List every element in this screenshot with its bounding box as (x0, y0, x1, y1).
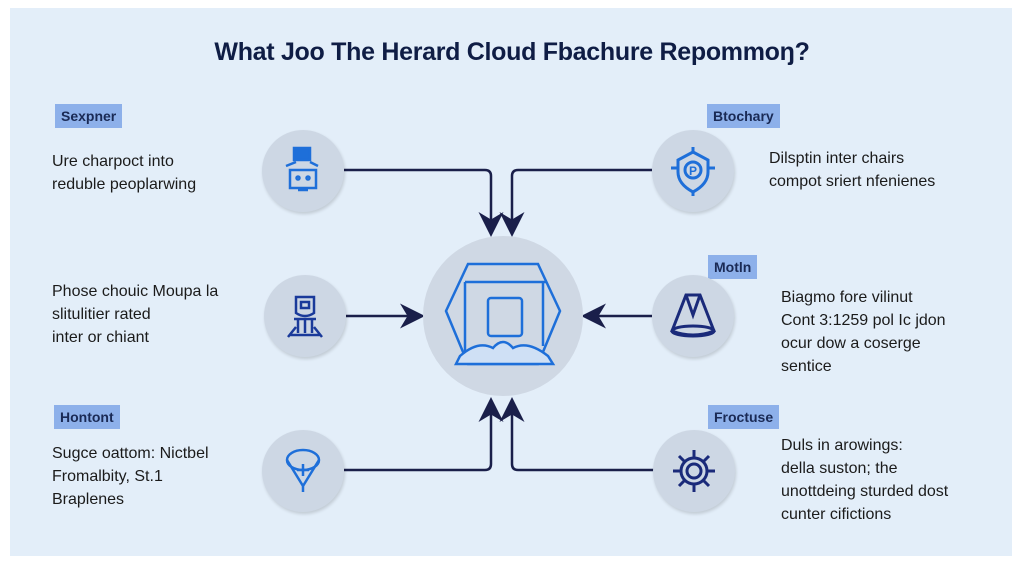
svg-text:P: P (689, 164, 697, 178)
shield-icon: P (671, 147, 715, 196)
right-tag-1: Btochary (707, 104, 780, 128)
connector-bottom-right (499, 397, 654, 472)
cloud-repository-hub (423, 236, 583, 396)
balloon-icon (285, 448, 321, 492)
server-network-icon (285, 146, 319, 192)
left-tag-3: Hontont (54, 405, 120, 429)
connector-top-left (344, 168, 504, 237)
right-tag-2: Motln (708, 255, 758, 279)
right-tag-3: Froctuse (708, 405, 780, 429)
robot-icon (287, 295, 323, 338)
right-node-1: P (652, 130, 734, 212)
cone-icon (670, 293, 716, 338)
left-node-1 (262, 130, 344, 212)
right-node-3 (653, 430, 735, 512)
diagram-title: What Joo The Herard Cloud Fbachure Repom… (214, 38, 810, 66)
left-node-2 (264, 275, 346, 357)
left-tag-1: Sexpner (55, 104, 123, 128)
right-node-2 (652, 275, 734, 357)
cloud-repository-icon (444, 262, 562, 366)
left-node-3 (262, 430, 344, 512)
gear-coin-icon (673, 450, 715, 492)
connector-bottom-left (344, 397, 504, 472)
connector-top-right (499, 168, 652, 237)
